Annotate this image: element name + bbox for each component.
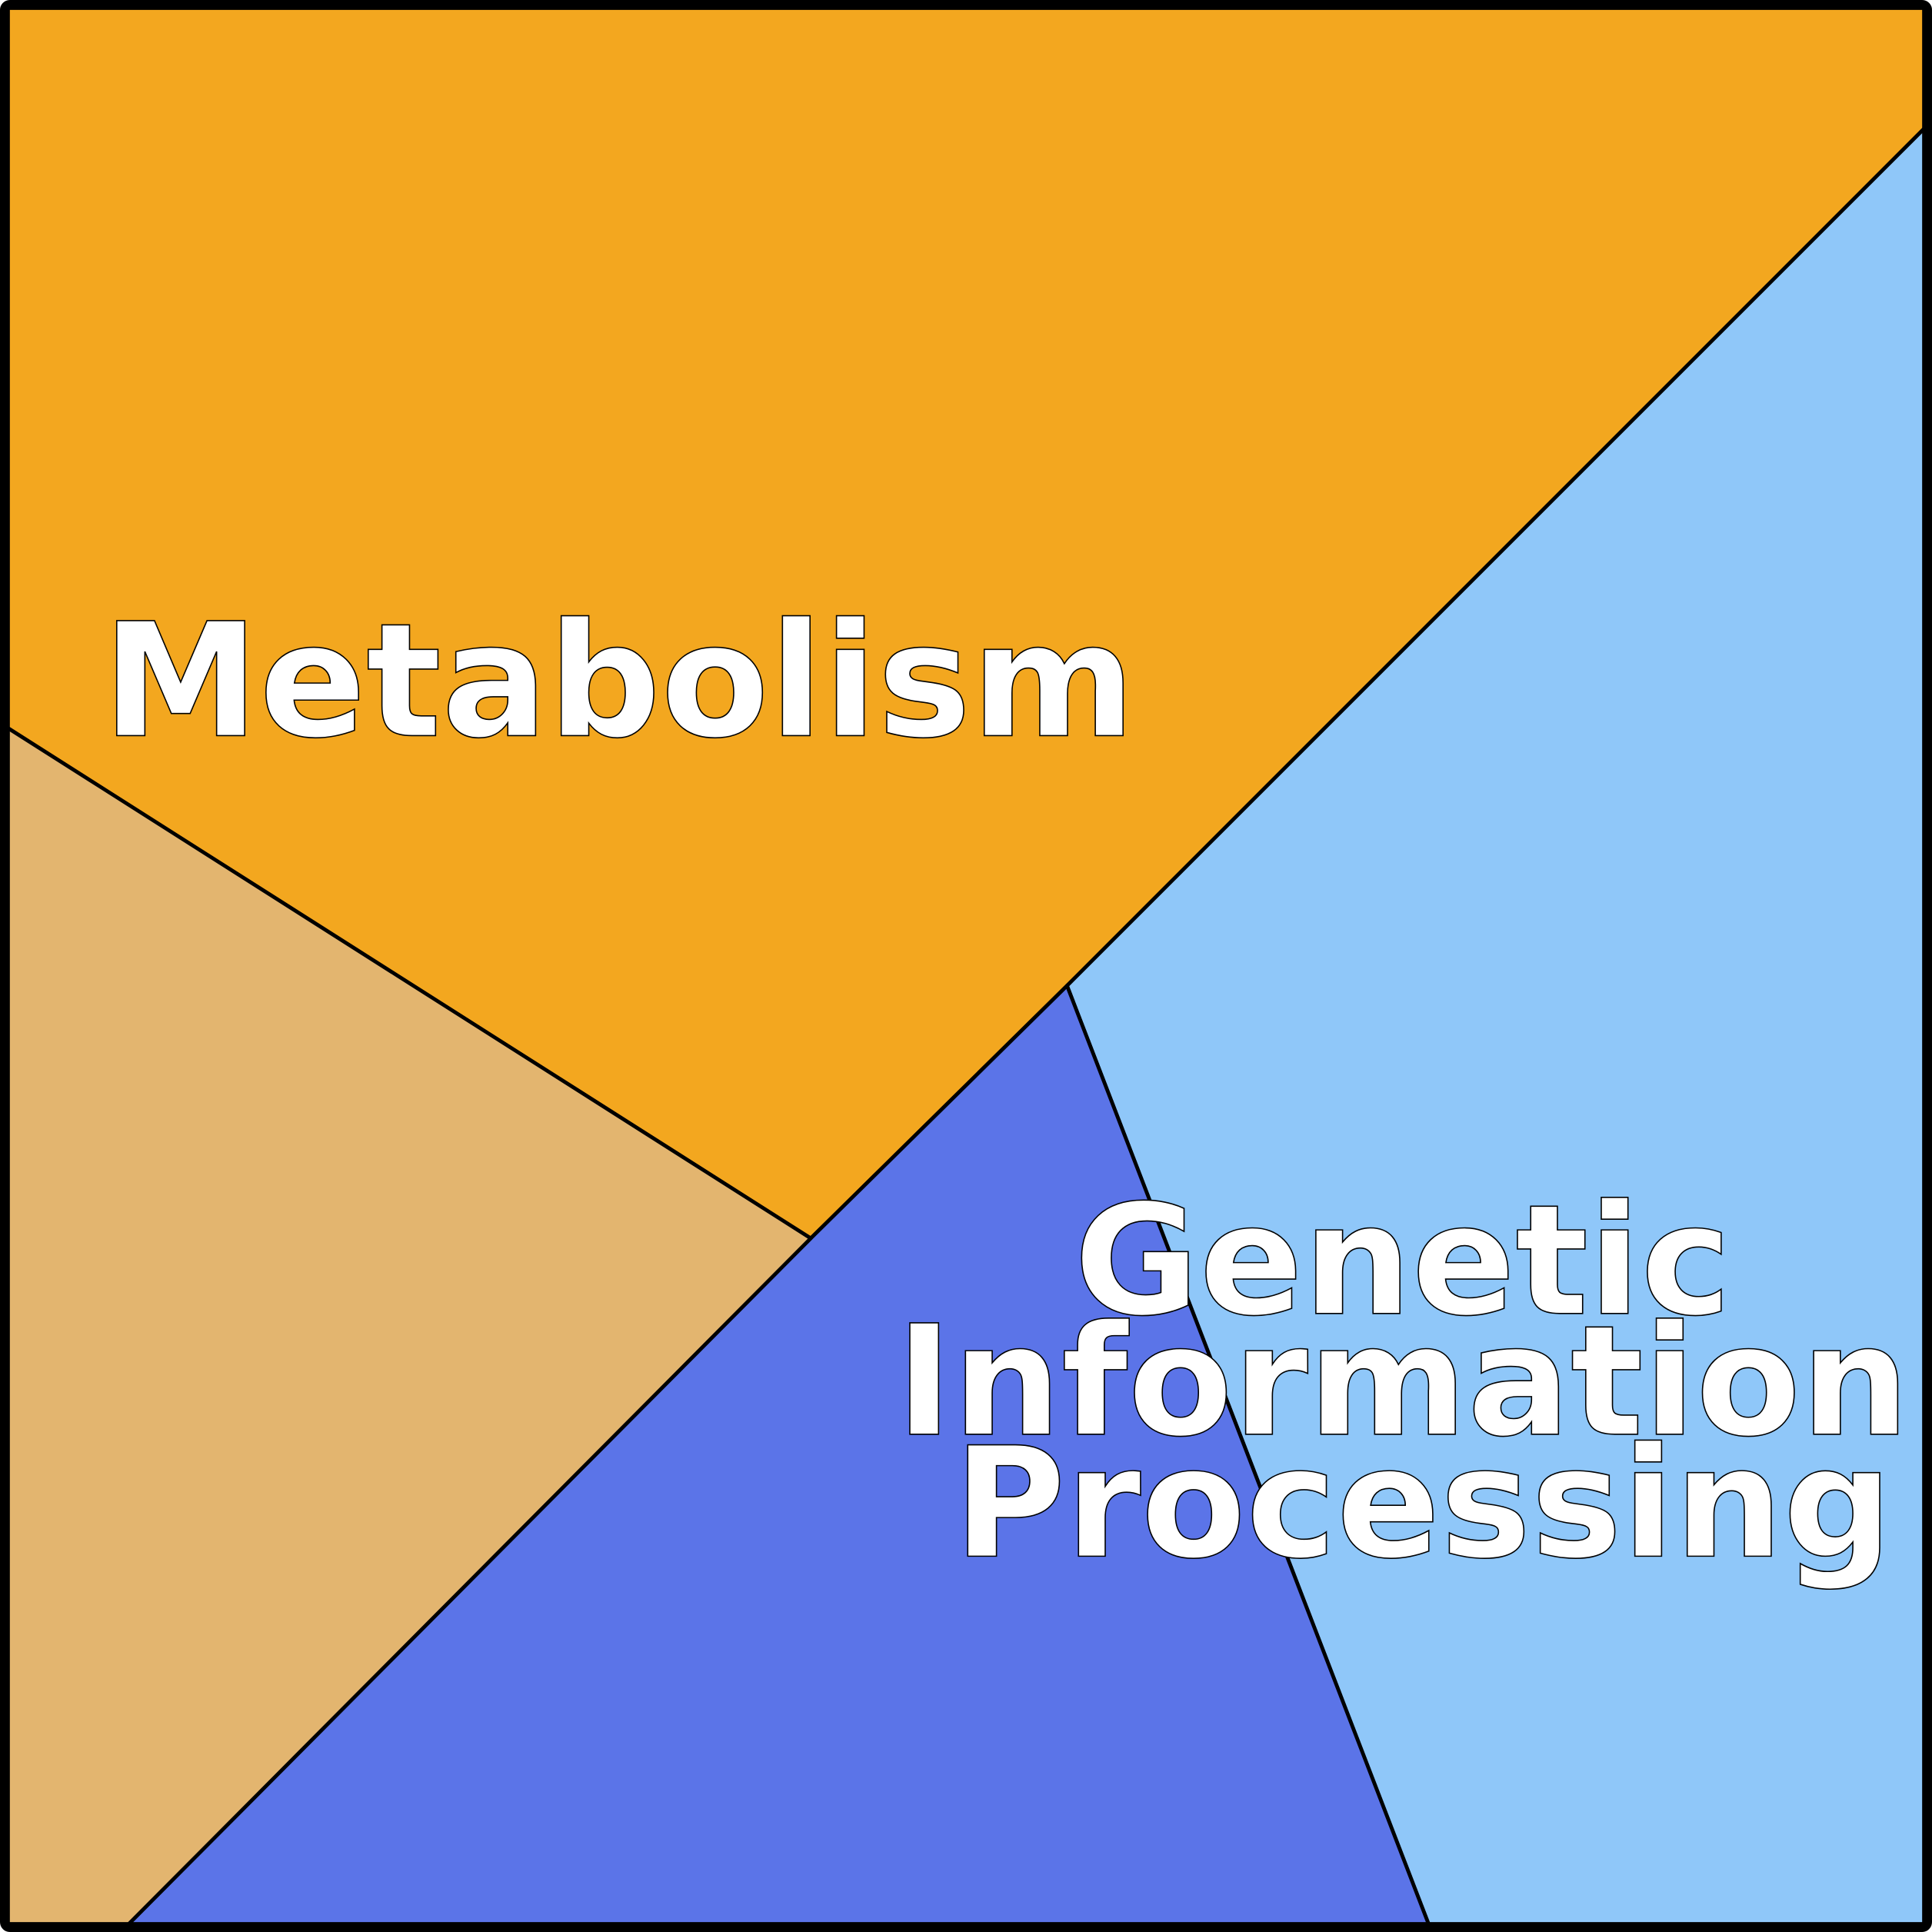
label-metabolism: Metabolism (102, 590, 1135, 773)
label-line: Processing (954, 1414, 1893, 1592)
label-line: Genetic (1074, 1172, 1731, 1350)
label-genetic-information-processing: Genetic Information Processing (896, 1172, 1932, 1593)
label-line: Information (896, 1293, 1910, 1471)
